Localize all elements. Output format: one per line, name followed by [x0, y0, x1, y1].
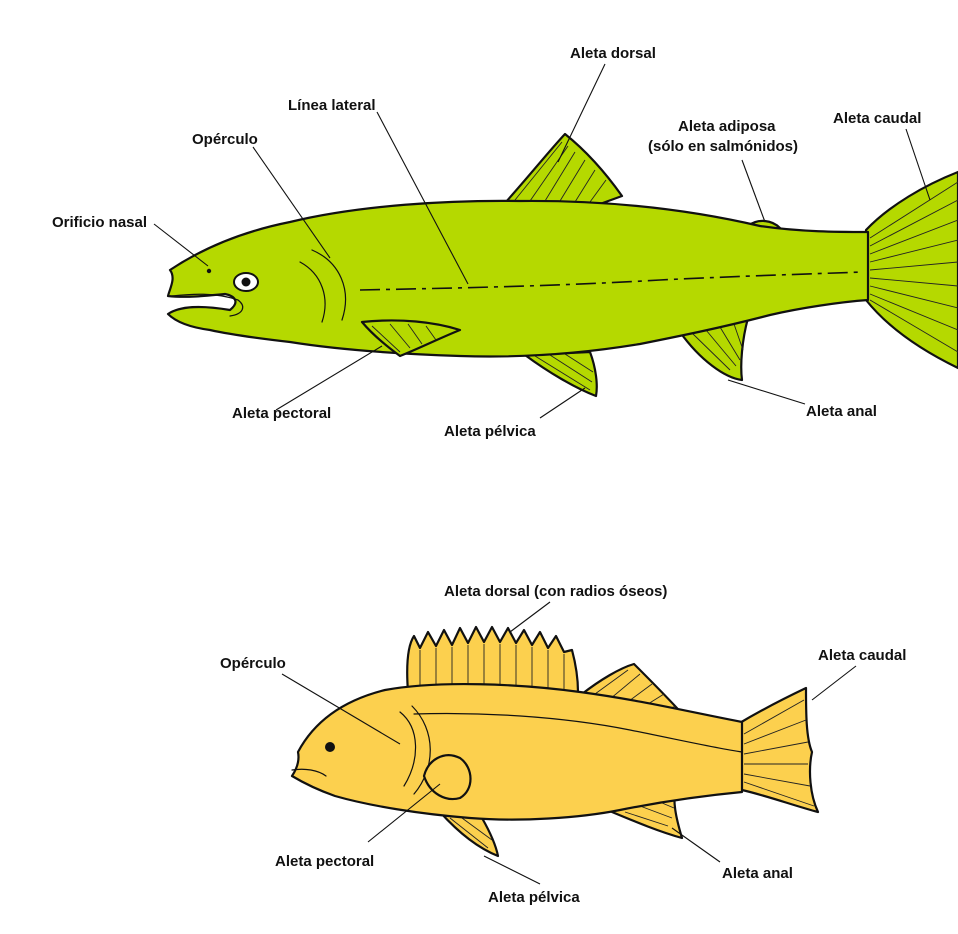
salmon-label-lateral-line: Línea lateral [288, 97, 376, 114]
perch-spiny-dorsal-fin [407, 627, 578, 692]
salmon-label-anal: Aleta anal [806, 403, 877, 420]
salmon-dorsal-fin [505, 134, 622, 204]
perch-illustration [292, 627, 818, 856]
salmon-pelvic-fin [525, 352, 597, 396]
salmon-label-caudal: Aleta caudal [833, 110, 921, 127]
perch-label-anal: Aleta anal [722, 865, 793, 882]
salmon-label-dorsal: Aleta dorsal [570, 45, 656, 62]
salmon-label-pelvic: Aleta pélvica [444, 423, 536, 440]
salmon-label-adipose-2: (sólo en salmónidos) [648, 138, 798, 155]
salmon-label-pectoral: Aleta pectoral [232, 405, 331, 422]
salmon-label-operculum: Opérculo [192, 131, 258, 148]
salmon-label-adipose-1: Aleta adiposa [678, 118, 776, 135]
perch-label-caudal: Aleta caudal [818, 647, 906, 664]
salmon-label-nostril: Orificio nasal [52, 214, 147, 231]
salmon-eye [234, 273, 258, 291]
salmon-caudal-fin [866, 172, 958, 368]
perch-label-pelvic: Aleta pélvica [488, 889, 580, 906]
perch-label-pectoral: Aleta pectoral [275, 853, 374, 870]
perch-label-operculum: Opérculo [220, 655, 286, 672]
salmon-illustration [168, 134, 958, 396]
perch-eye [325, 742, 335, 752]
salmon-nostril [207, 269, 211, 273]
perch-label-dorsal: Aleta dorsal (con radios óseos) [444, 583, 667, 600]
